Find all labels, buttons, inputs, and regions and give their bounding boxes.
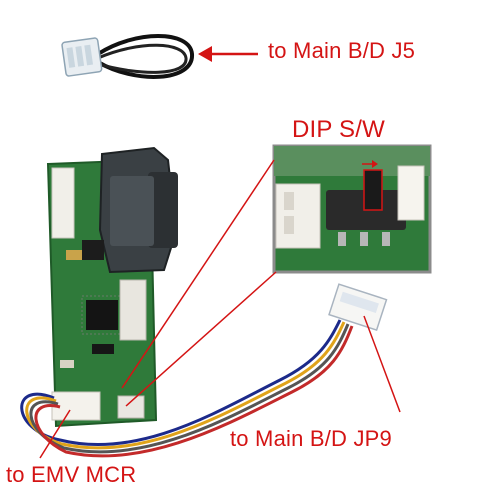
wire-loop-connector [61, 34, 195, 79]
label-emv-mcr: to EMV MCR [6, 462, 137, 487]
pcb-board [46, 146, 178, 428]
label-dip-switch: DIP S/W [292, 116, 385, 143]
label-main-bd-jp9: to Main B/D JP9 [230, 426, 392, 451]
dip-switch-inset [272, 144, 432, 274]
color-cable [20, 283, 388, 458]
label-main-bd-j5: to Main B/D J5 [268, 38, 416, 63]
leader-lines [39, 159, 401, 459]
arrow-left-icon [198, 46, 258, 62]
